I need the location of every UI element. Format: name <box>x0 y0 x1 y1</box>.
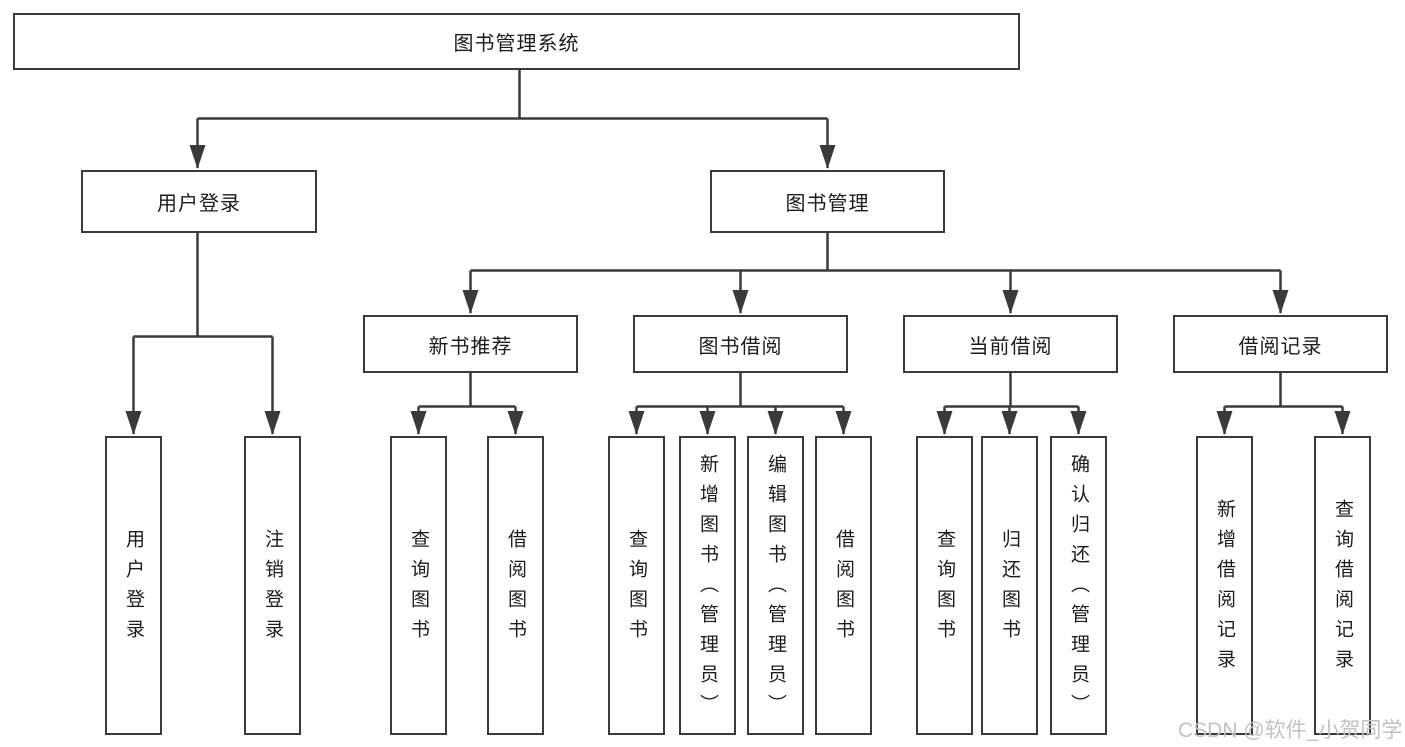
node-book-management: 图书管理 <box>710 170 945 233</box>
connector-new-book-split <box>418 373 516 408</box>
leaf-borrow-books-recommend: 借阅图书 <box>487 436 544 735</box>
connector-borrow-records-split <box>1224 373 1343 408</box>
connector-book-borrow-split <box>636 373 844 408</box>
connector-user-login-split <box>133 233 273 338</box>
leaf-confirm-return-admin: 确认归还（管理员） <box>1050 436 1107 735</box>
leaf-logout: 注销登录 <box>244 436 301 735</box>
leaf-query-books-borrowing: 查询图书 <box>608 436 665 735</box>
node-borrow-records: 借阅记录 <box>1173 315 1388 373</box>
leaf-add-books-admin: 新增图书（管理员） <box>679 436 736 735</box>
leaf-edit-books-admin: 编辑图书（管理员） <box>747 436 804 735</box>
leaf-borrow-books: 借阅图书 <box>815 436 872 735</box>
connector-current-borrow-split <box>944 373 1079 408</box>
csdn-watermark: CSDN @软件_小贺同学 <box>1178 719 1403 742</box>
node-new-book-recommend: 新书推荐 <box>363 315 578 373</box>
leaf-query-borrow-record: 查询借阅记录 <box>1314 436 1371 735</box>
node-current-borrowing: 当前借阅 <box>903 315 1118 373</box>
leaf-query-books-recommend: 查询图书 <box>390 436 447 735</box>
leaf-return-books: 归还图书 <box>981 436 1038 735</box>
connector-root-split <box>197 70 828 120</box>
leaf-add-borrow-record: 新增借阅记录 <box>1196 436 1253 735</box>
node-book-borrowing: 图书借阅 <box>633 315 848 373</box>
leaf-user-login: 用户登录 <box>105 436 162 735</box>
leaf-query-books-current: 查询图书 <box>916 436 973 735</box>
connectors <box>125 70 1351 435</box>
node-user-login: 用户登录 <box>81 170 317 233</box>
connector-book-mgmt-split <box>470 233 1281 272</box>
node-root: 图书管理系统 <box>13 13 1020 70</box>
